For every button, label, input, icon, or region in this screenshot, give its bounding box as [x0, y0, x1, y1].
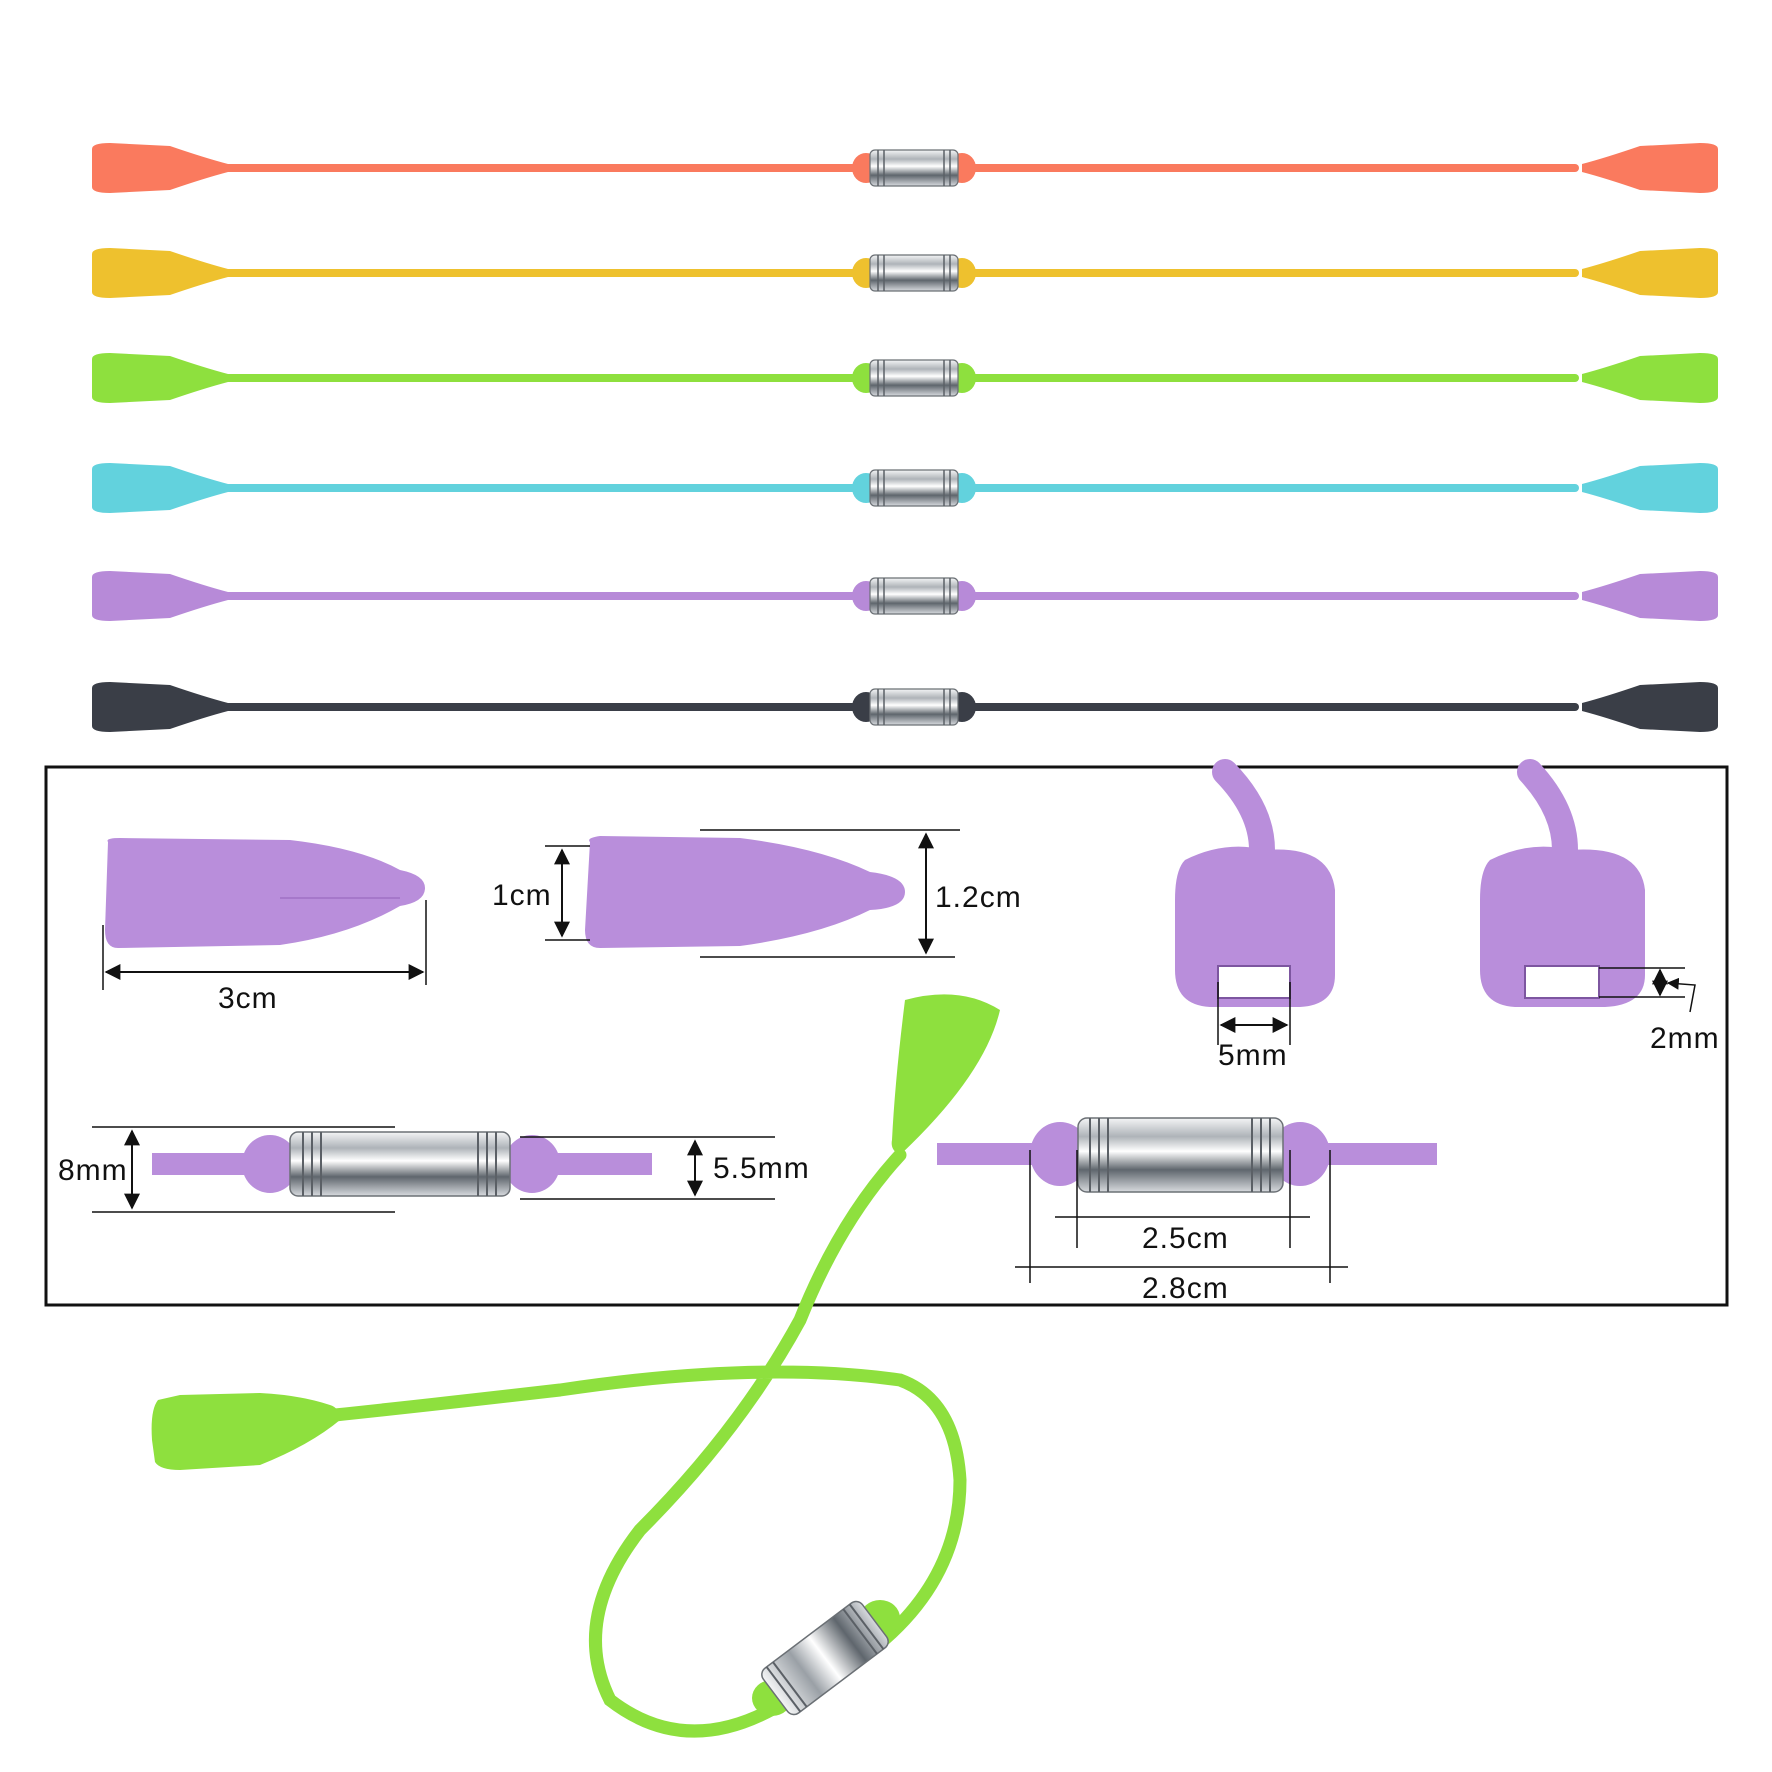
dimension-leader: [1666, 977, 1696, 1013]
strap-connector: [869, 254, 959, 292]
strap-connector: [869, 469, 959, 507]
slot: [1217, 965, 1291, 999]
slot: [1524, 965, 1600, 999]
loop-connector: [761, 1600, 889, 1716]
strap-green: [92, 353, 1718, 403]
tip-silhouette: [585, 836, 905, 948]
bead: [1270, 1122, 1330, 1186]
strap-left-tip: [92, 682, 228, 732]
connector-thickness-diagram: 8mm 5.5mm: [58, 1126, 810, 1213]
strap-left-tip: [92, 571, 228, 621]
strap-connector: [869, 149, 959, 187]
loop-tip: [151, 1393, 340, 1470]
strap-coral: [92, 143, 1718, 193]
strap-cyan: [92, 463, 1718, 513]
tip-end-silhouette: [1175, 846, 1335, 1007]
tip-end-view-height: 2mm: [1480, 759, 1720, 1055]
strap-connector: [869, 577, 959, 615]
slot-width-label: 5mm: [1218, 1039, 1288, 1072]
slot-height-label: 2mm: [1650, 1022, 1720, 1055]
connector-barrel: [1077, 1117, 1284, 1193]
tip-width-label: 1.2cm: [935, 881, 1022, 914]
looped-strap: [151, 994, 1000, 1738]
strap-right-tip: [1582, 353, 1718, 403]
detail-panel: 3cm 1.2cm 1cm 5mm: [44, 759, 1729, 1307]
strap-left-tip: [92, 248, 228, 298]
bead: [242, 1135, 298, 1193]
strap-black: [92, 682, 1718, 732]
connector-total-length-label: 2.8cm: [1142, 1272, 1229, 1305]
connector-rings: [302, 1132, 497, 1196]
bead: [1030, 1122, 1090, 1186]
connector-rings: [1089, 1118, 1271, 1192]
tip-end-view-width: 5mm: [1175, 759, 1335, 1072]
tip-silhouette: [105, 838, 425, 948]
cord-stub: [1517, 759, 1578, 863]
strap-right-tip: [1582, 248, 1718, 298]
tip-height-label: 1cm: [492, 879, 552, 912]
strap-connector: [869, 688, 959, 726]
connector-length-diagram: 2.5cm 2.8cm: [937, 1117, 1437, 1305]
tip-size-diagram: 1.2cm 1cm: [492, 829, 1022, 958]
strap-yellow: [92, 248, 1718, 298]
cord-stub: [1212, 759, 1275, 863]
strap-right-tip: [1582, 143, 1718, 193]
bead: [504, 1135, 560, 1193]
strap-left-tip: [92, 143, 228, 193]
bead-diameter-label: 8mm: [58, 1154, 128, 1187]
tip-length-label: 3cm: [218, 982, 278, 1015]
connector-length-label: 2.5cm: [1142, 1222, 1229, 1255]
tip-end-silhouette: [1480, 846, 1645, 1007]
detail-panel-frame: [44, 765, 1729, 1307]
strap-right-tip: [1582, 463, 1718, 513]
strap-lineup: [92, 143, 1718, 732]
strap-connector: [869, 359, 959, 397]
loop-tip: [891, 994, 1000, 1155]
cord-thickness-label: 5.5mm: [713, 1152, 810, 1185]
strap-purple: [92, 571, 1718, 621]
strap-right-tip: [1582, 682, 1718, 732]
connector-barrel: [289, 1131, 511, 1197]
strap-left-tip: [92, 353, 228, 403]
strap-left-tip: [92, 463, 228, 513]
tip-length-diagram: 3cm: [102, 838, 427, 1015]
strap-right-tip: [1582, 571, 1718, 621]
